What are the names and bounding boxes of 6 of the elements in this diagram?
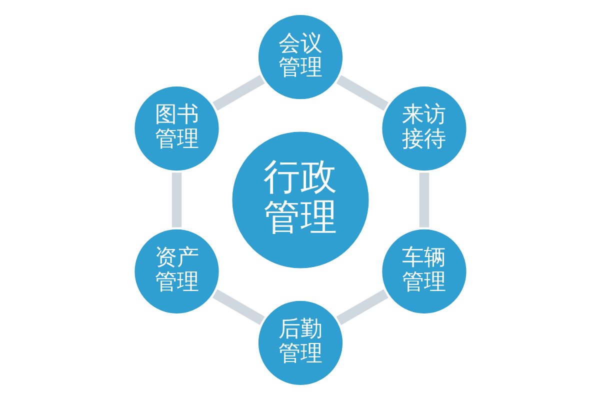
connector bbox=[212, 74, 264, 111]
connector bbox=[171, 172, 182, 228]
connector bbox=[418, 172, 429, 228]
connector bbox=[212, 289, 264, 326]
connector bbox=[336, 289, 388, 326]
connector bbox=[336, 74, 388, 111]
